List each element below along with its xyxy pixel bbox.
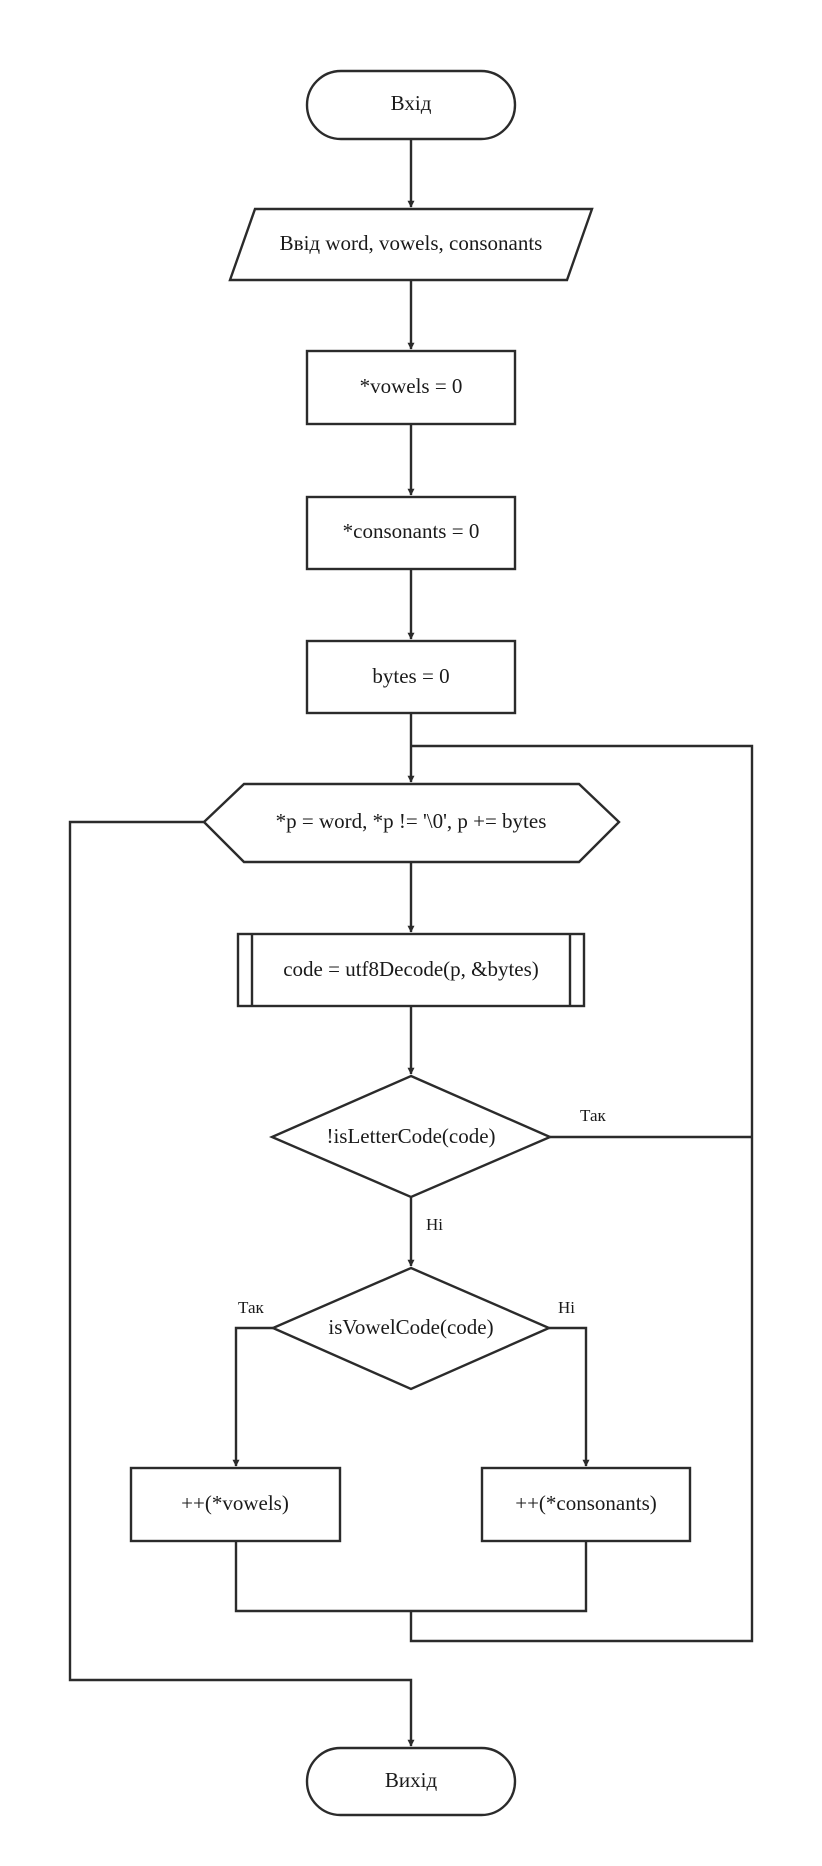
node-inc-vowels: ++(*vowels) <box>129 1466 342 1543</box>
process-box <box>305 349 517 426</box>
label-isvowel-no: Ні <box>558 1298 575 1317</box>
label-isvowel-yes: Так <box>238 1298 265 1317</box>
input-label: Ввід word, vowels, consonants <box>280 231 543 255</box>
edge-branch-merge <box>234 1541 588 1613</box>
init-bytes-label: bytes = 0 <box>372 664 449 688</box>
end-label: Вихід <box>385 1768 438 1792</box>
edge-loop-exit <box>68 820 415 1747</box>
node-loop: *p = word, *p != '\0', p += bytes <box>202 782 621 864</box>
node-decode: code = utf8Decode(p, &bytes) <box>236 932 586 1008</box>
process-box <box>129 1466 342 1543</box>
edge-loop-back <box>409 744 754 1643</box>
loop-hexagon <box>202 782 621 864</box>
label-isletter-yes: Так <box>580 1106 607 1125</box>
subroutine-box <box>236 932 586 1008</box>
label-isletter-no: Ні <box>426 1215 443 1234</box>
node-init-consonants: *consonants = 0 <box>305 495 517 571</box>
decision-diamond <box>268 1074 554 1199</box>
inc-vowels-label: ++(*vowels) <box>181 1491 289 1515</box>
decode-label: code = utf8Decode(p, &bytes) <box>283 957 539 981</box>
node-inc-consonants: ++(*consonants) <box>480 1466 692 1543</box>
terminator-start <box>305 69 517 141</box>
inc-consonants-label: ++(*consonants) <box>515 1491 657 1515</box>
io-parallelogram <box>228 207 594 282</box>
start-label: Вхід <box>391 91 432 115</box>
init-vowels-label: *vowels = 0 <box>360 374 463 398</box>
is-vowel-label: isVowelCode(code) <box>328 1315 493 1339</box>
process-box <box>305 639 517 715</box>
node-init-vowels: *vowels = 0 <box>305 349 517 426</box>
edge-isvowel-yes <box>232 1326 273 1467</box>
loop-label: *p = word, *p != '\0', p += bytes <box>276 809 547 833</box>
node-start: Вхід <box>305 69 517 141</box>
node-init-bytes: bytes = 0 <box>305 639 517 715</box>
terminator-end <box>305 1746 517 1817</box>
node-input: Ввід word, vowels, consonants <box>228 207 594 282</box>
init-consonants-label: *consonants = 0 <box>343 519 480 543</box>
process-box <box>305 495 517 571</box>
node-is-vowel: isVowelCode(code) <box>270 1266 552 1391</box>
edge-isvowel-no <box>549 1326 590 1467</box>
connectors <box>68 139 754 1747</box>
is-letter-label: !isLetterCode(code) <box>326 1124 495 1148</box>
decision-diamond <box>270 1266 552 1391</box>
edge-labels: Так Ні Так Ні <box>238 1106 607 1317</box>
node-end: Вихід <box>305 1746 517 1817</box>
node-is-letter: !isLetterCode(code) <box>268 1074 554 1199</box>
process-box <box>480 1466 692 1543</box>
